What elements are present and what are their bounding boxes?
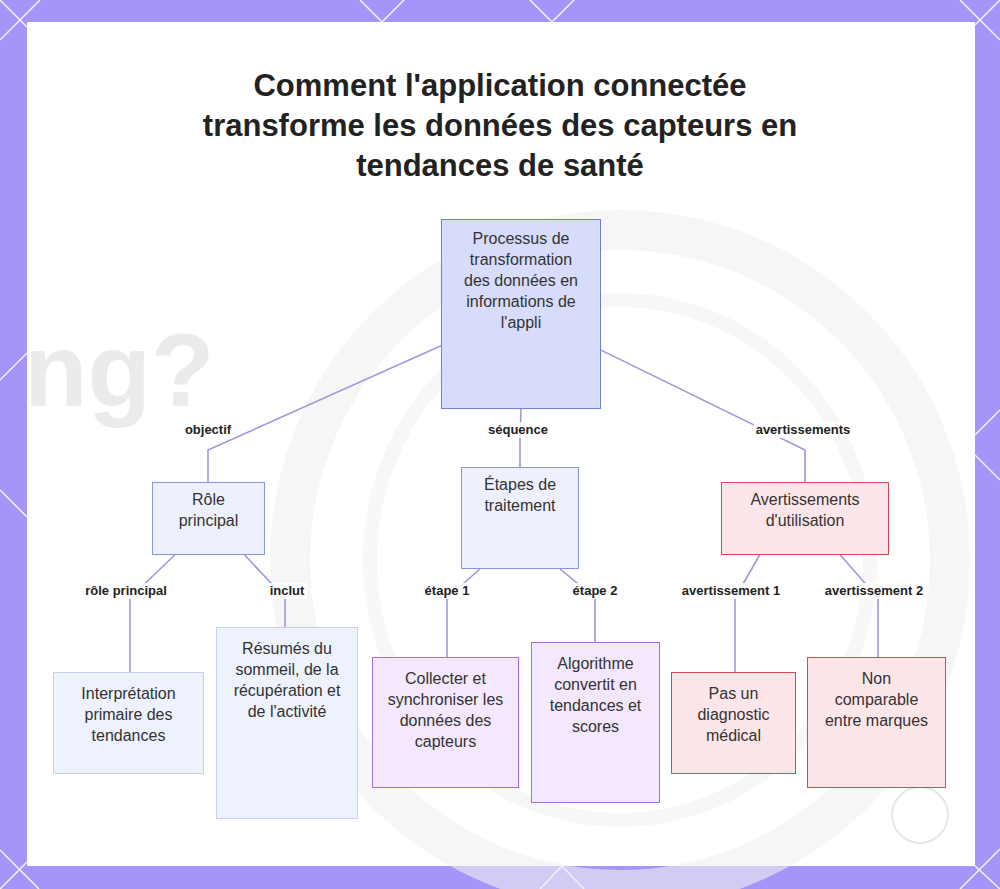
connector-line (735, 555, 760, 672)
edge-label: inclut (268, 583, 307, 599)
node-text: Non comparable entre marques (822, 668, 931, 731)
warning-item-box: Pas un diagnostic médical (671, 672, 796, 774)
step-box: Algorithme convertit en tendances et sco… (531, 642, 660, 803)
edge-label: avertissements (754, 422, 853, 438)
edge-label: étape 1 (423, 583, 472, 599)
edge-label: rôle principal (83, 583, 169, 599)
diagram-title: Comment l'application connectée transfor… (190, 66, 810, 186)
category-box: Rôle principal (152, 482, 265, 555)
connector-line (208, 346, 441, 482)
node-text: Rôle principal (163, 489, 254, 531)
node-text: Algorithme convertit en tendances et sco… (546, 653, 645, 737)
detail-box: Résumés du sommeil, de la récupération e… (216, 627, 358, 819)
node-text: Collecter et synchroniser les données de… (387, 668, 504, 752)
warning-item-box: Non comparable entre marques (807, 657, 946, 788)
root-box: Processus de transformation des données … (441, 219, 601, 409)
connector-line (840, 555, 878, 657)
background-watermark: ng? (24, 318, 215, 422)
node-text: Processus de transformation des données … (456, 228, 586, 333)
connector-line (520, 409, 521, 467)
warning-box: Avertissements d'utilisation (721, 482, 889, 555)
node-text: Pas un diagnostic médical (686, 683, 781, 746)
edge-label: étape 2 (571, 583, 620, 599)
connector-line (130, 555, 175, 672)
detail-box: Interprétation primaire des tendances (53, 672, 204, 774)
connector-line (560, 569, 595, 642)
step-box: Collecter et synchroniser les données de… (372, 657, 519, 788)
node-text: Avertissements d'utilisation (732, 489, 878, 531)
edge-label: avertissement 2 (823, 583, 925, 599)
node-text: Résumés du sommeil, de la récupération e… (231, 638, 343, 722)
node-text: Interprétation primaire des tendances (68, 683, 189, 746)
category-box: Étapes de traitement (461, 467, 579, 569)
connector-line (601, 350, 805, 482)
node-text: Étapes de traitement (472, 474, 568, 516)
edge-label: avertissement 1 (680, 583, 782, 599)
edge-label: séquence (486, 422, 550, 438)
edge-label: objectif (183, 422, 233, 438)
